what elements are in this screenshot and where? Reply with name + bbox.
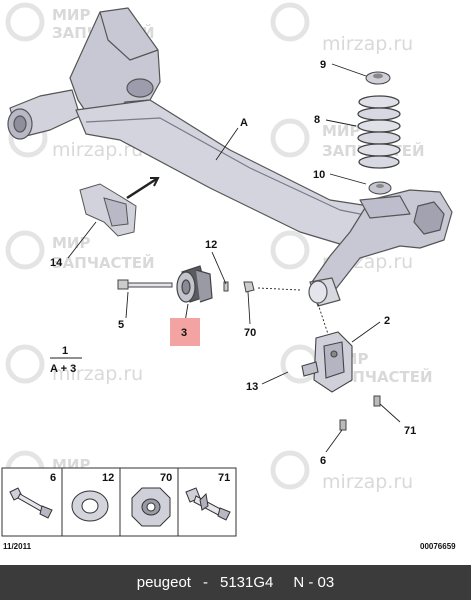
strip-number: 70 [160,472,172,484]
strip-number: 71 [218,472,230,484]
callout-label-highlighted: 3 [181,327,187,339]
leader-lines [67,63,401,453]
watermark-site: mirzap.ru [52,139,143,161]
callout-label: 2 [384,315,390,327]
strip-number: 6 [50,472,56,484]
callout-label: 5 [118,319,124,331]
nut-icon [131,487,171,527]
footer-part-number: 5131G4 [219,574,274,591]
bolt-icon [9,487,53,519]
brake-line-bracket [79,183,137,237]
watermark-site: mirzap.ru [322,33,413,55]
footer-bar: peugeot - 5131G4 N - 03 [0,565,471,600]
callout-label: 13 [246,381,258,393]
washer-icon [71,490,109,522]
callout-label: 6 [320,455,326,467]
assembly-note-number: 1 [62,345,68,357]
rear-axle-beam [7,7,453,307]
watermark-brand: ЗАПЧАСТЕЙ [330,367,433,386]
assembly-note-formula: A + 3 [50,363,76,375]
watermark-site: mirzap.ru [322,471,413,493]
assembly-note: 1 A + 3 [50,345,82,375]
callout-label: 71 [404,425,416,437]
callout-label: 8 [314,114,320,126]
small-bolts [339,395,381,431]
watermark-brand: МИР [322,122,360,140]
coil-spring [357,95,401,169]
parts-strip: 6 12 70 71 [1,467,237,537]
callout-label: 10 [313,169,325,181]
silent-block-bushing [176,265,213,303]
date-code: 11/2011 [3,542,32,551]
mounting-bracket [301,331,353,393]
watermark-brand: МИР [52,6,90,24]
watermark-site: mirzap.ru [52,363,143,385]
callout-label: 9 [320,59,326,71]
callout-label: 70 [244,327,256,339]
spring-lower-seat [368,181,392,195]
strip-number: 12 [102,472,114,484]
bushing-bolt [117,279,173,290]
watermark-brand: МИР [52,234,90,252]
spring-upper-seat [365,71,391,85]
callout-label: 12 [205,239,217,251]
highlight-box [170,318,200,346]
footer-brand: peugeot [136,574,191,591]
footer-separator: - [202,574,208,591]
flange-bolt-icon [185,487,231,521]
footer-position: N - 03 [293,574,335,591]
watermark-brand: ЗАПЧАСТЕЙ [52,253,155,272]
drawing-number: 00076659 [420,542,456,551]
washer-and-nut [223,281,255,293]
callout-label: A [240,117,248,129]
callout-label: 14 [50,257,63,269]
